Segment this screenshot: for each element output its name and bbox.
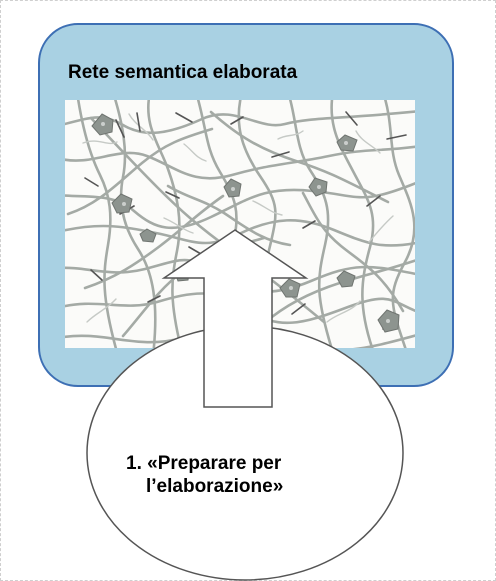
preparation-step-label: 1. «Preparare per l’elaborazione»	[126, 452, 336, 498]
semantic-network-title: Rete semantica elaborata	[68, 62, 298, 83]
preparation-step-line-2: l’elaborazione»	[146, 476, 284, 497]
network-node-texture	[101, 122, 390, 323]
up-arrow-icon	[161, 229, 309, 408]
preparation-step-line-1: 1. «Preparare per	[126, 453, 282, 474]
